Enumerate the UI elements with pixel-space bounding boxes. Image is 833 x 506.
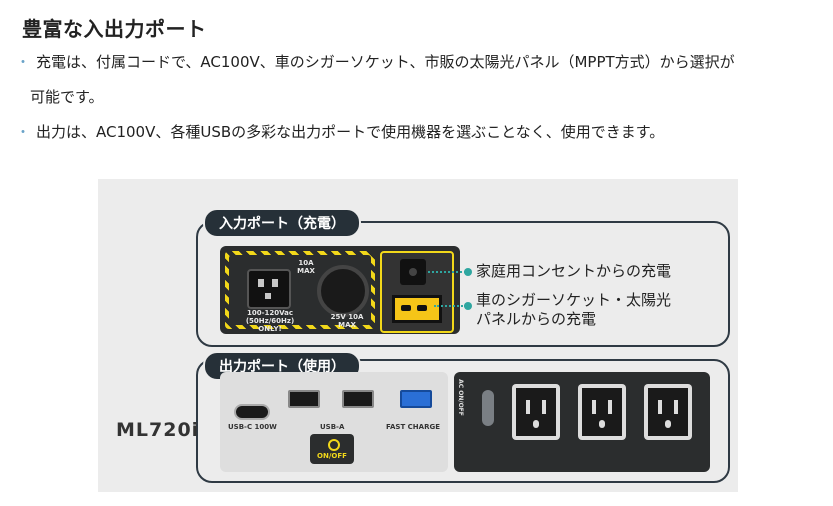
ac-outlet-icon	[644, 384, 692, 440]
section-heading: 豊富な入出力ポート	[22, 17, 207, 41]
power-icon	[328, 439, 340, 451]
ac-onoff-label: AC ON/OFF	[456, 379, 464, 416]
usb-output-device: USB-C 100W USB-A FAST CHARGE ON/OFF	[220, 372, 448, 472]
ac-outlet-icon	[512, 384, 560, 440]
ac-power-button	[482, 390, 494, 426]
dc-spec-text: 25V 10A MAX	[330, 313, 364, 329]
callout-line-car	[434, 305, 466, 307]
max-10a-text: 10A MAX	[297, 259, 315, 275]
callout-marker-home	[464, 268, 472, 276]
ac-inlet-icon	[247, 269, 291, 309]
hazard-frame: 100-120Vac (50Hz/60Hz) ONLY! 10A MAX 25V…	[225, 251, 375, 333]
model-name: ML720i	[116, 419, 200, 441]
dc-round-port-icon	[317, 265, 369, 317]
fast-charge-port-icon	[400, 390, 432, 408]
bullet-output: ・出力は、AC100V、各種USBの多彩な出力ポートで使用機器を選ぶことなく、使…	[16, 115, 664, 150]
usb-power-button: ON/OFF	[310, 434, 354, 464]
callout-home: 家庭用コンセントからの充電	[476, 262, 672, 280]
callout-marker-car	[464, 302, 472, 310]
ac-spec-text: 100-120Vac (50Hz/60Hz) ONLY!	[245, 309, 295, 333]
bullet-dot: ・	[16, 125, 30, 141]
input-port-label: 入力ポート（充電）	[203, 208, 361, 238]
bullet-dot: ・	[16, 55, 30, 71]
usb-a-port-icon	[288, 390, 320, 408]
ac-outlet-icon	[578, 384, 626, 440]
bullet-output-text: 出力は、AC100V、各種USBの多彩な出力ポートで使用機器を選ぶことなく、使用…	[36, 123, 665, 141]
input-port-device: 100-120Vac (50Hz/60Hz) ONLY! 10A MAX 25V…	[220, 246, 460, 334]
bullet-charging: ・充電は、付属コードで、AC100V、車のシガーソケット、市販の太陽光パネル（M…	[16, 45, 816, 114]
fast-charge-label: FAST CHARGE	[386, 423, 440, 431]
usb-a-label: USB-A	[320, 423, 345, 431]
usb-a-port-icon	[342, 390, 374, 408]
bullet-charging-line1: 充電は、付属コードで、AC100V、車のシガーソケット、市販の太陽光パネル（MP…	[36, 53, 735, 71]
dc-input-box	[380, 251, 454, 333]
product-port-figure: 入力ポート（充電） 100-120Vac (50Hz/60Hz) ONLY! 1…	[98, 179, 738, 492]
callout-car: 車のシガーソケット・太陽光 パネルからの充電	[476, 291, 672, 328]
usb-c-port-icon	[234, 404, 270, 420]
usb-c-label: USB-C 100W	[228, 423, 277, 431]
callout-line-home	[428, 271, 466, 273]
bullet-charging-line2: 可能です。	[30, 88, 104, 106]
dc5521-port-icon	[400, 259, 426, 285]
xt60-port-icon	[392, 295, 442, 323]
ac-output-device: AC ON/OFF	[454, 372, 710, 472]
